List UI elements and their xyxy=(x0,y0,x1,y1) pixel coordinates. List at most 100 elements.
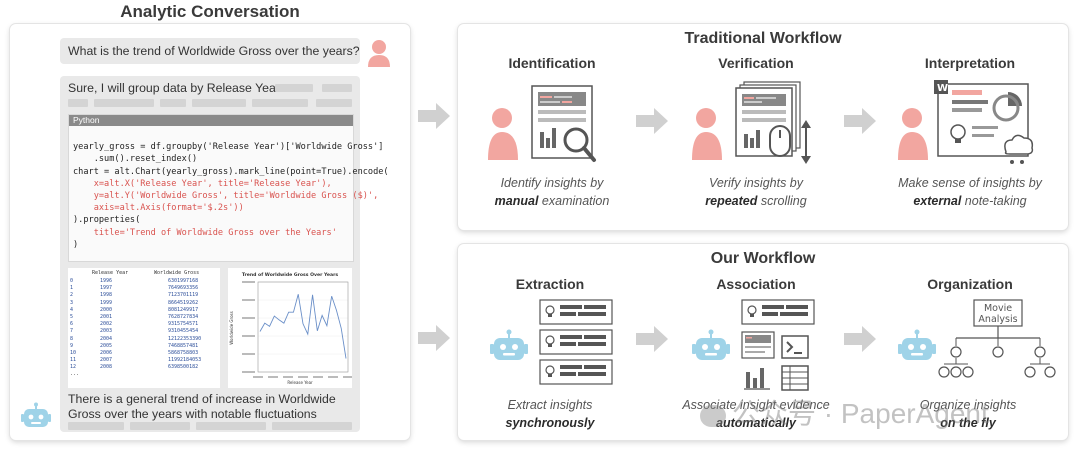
table-cell: 12 xyxy=(70,364,77,371)
analytic-conversation-title: Analytic Conversation xyxy=(120,2,300,21)
table-cell: 8 xyxy=(70,335,74,342)
organization-caption: Organize insights on the fly xyxy=(888,396,1048,432)
table-cell: 2000 xyxy=(100,306,113,313)
table-cell: 1997 xyxy=(100,285,113,292)
identification-illustration xyxy=(488,85,596,162)
step-interpretation-label: Interpretation xyxy=(924,55,1016,71)
code-doc-icon xyxy=(741,331,775,359)
text-placeholder xyxy=(94,99,154,107)
interpretation-caption: Make sense of insights by external note-… xyxy=(878,174,1062,210)
x-tick-label xyxy=(328,376,338,378)
text-placeholder xyxy=(68,422,124,430)
text-placeholder xyxy=(316,99,352,107)
caption-rest: note-taking xyxy=(961,194,1027,208)
robot-icon xyxy=(490,329,528,360)
user-icon xyxy=(368,40,390,67)
step-extraction-label: Extraction xyxy=(515,276,585,292)
text-placeholder xyxy=(322,84,352,92)
chart-title: Trend of Worldwide Gross Over Years xyxy=(242,272,338,278)
code-block: Python yearly_gross = df.groupby('Releas… xyxy=(68,114,389,262)
table-cell: 6 xyxy=(70,321,74,328)
y-tick-label xyxy=(242,299,255,301)
table-cell: 2003 xyxy=(100,328,113,335)
text-placeholder xyxy=(252,99,308,107)
table-cell: 2006 xyxy=(100,349,113,356)
table-cell: 10 xyxy=(70,349,77,356)
verification-caption: Verify insights by repeated scrolling xyxy=(676,174,836,210)
table-row: 8 2004 12122353390 xyxy=(70,336,218,343)
person-icon xyxy=(488,108,518,160)
arrow-to-traditional-icon xyxy=(418,103,450,129)
x-tick-label xyxy=(298,376,308,378)
table-cell: 2 xyxy=(70,292,74,299)
table-cell: 6301997168 xyxy=(168,278,199,284)
robot-icon xyxy=(898,329,936,360)
table-cell: 1999 xyxy=(100,299,113,306)
code-line: ).properties( xyxy=(73,215,141,226)
user-question-bubble: What is the trend of Worldwide Gross ove… xyxy=(60,38,360,64)
table-cell: 7628727834 xyxy=(168,313,199,320)
step-verification-label: Verification xyxy=(718,55,794,71)
association-illustration xyxy=(692,299,815,391)
caption-bold: on the fly xyxy=(940,416,996,430)
caption-bold: manual xyxy=(494,194,539,208)
our-workflow-panel: Our Workflow Extraction Association Orga… xyxy=(458,244,1068,440)
table-cell: 8664519262 xyxy=(168,299,199,306)
table-cell: 12122353390 xyxy=(168,335,202,342)
user-question-text: What is the trend of Worldwide Gross ove… xyxy=(68,44,360,58)
insight-card-icon xyxy=(539,299,613,325)
table-cell: 9 xyxy=(70,342,74,349)
assistant-answer-bubble: Sure, I will group data by Release Year … xyxy=(60,76,389,432)
table-cell: 3 xyxy=(70,299,74,306)
y-tick-label xyxy=(242,371,255,373)
step-identification-label: Identification xyxy=(508,55,596,71)
tree-root-line1: Movie xyxy=(984,303,1012,314)
traditional-workflow-title: Traditional Workflow xyxy=(684,30,842,47)
table-cell: 2001 xyxy=(100,313,113,320)
table-cell: 0 xyxy=(70,278,74,284)
caption-rest: scrolling xyxy=(757,194,807,208)
code-line: axis=alt.Axis(format='$.2s')) xyxy=(73,203,244,214)
code-line: ) xyxy=(73,239,79,250)
table-row: 3 1999 8664519262 xyxy=(70,300,218,307)
series-line xyxy=(259,294,347,359)
our-workflow-title: Our Workflow xyxy=(710,250,816,267)
code-line: title='Trend of Worldwide Gross over the… xyxy=(73,227,337,238)
extraction-illustration xyxy=(490,299,613,385)
answer-intro-text: Sure, I will group data by Release Year xyxy=(68,81,280,95)
table-cell: 7 xyxy=(70,328,74,335)
extraction-caption: Extract insights synchronously xyxy=(470,396,630,432)
table-row: 7 2003 9310455454 xyxy=(70,328,218,335)
tree-root-line2: Analysis xyxy=(978,314,1017,325)
table-cell: 1998 xyxy=(100,292,113,299)
text-placeholder xyxy=(196,422,266,430)
text-placeholder xyxy=(192,99,246,107)
y-tick-label xyxy=(242,353,255,355)
text-placeholder xyxy=(275,84,313,92)
table-ellipsis: ... xyxy=(70,371,80,378)
caption-line: Associate insight evidence xyxy=(682,398,830,412)
traditional-workflow-panel: Traditional Workflow Identification Veri… xyxy=(458,24,1068,230)
table-cell: 9310455454 xyxy=(168,328,199,335)
step-organization-label: Organization xyxy=(927,276,1013,292)
text-placeholder xyxy=(272,422,352,430)
table-cell: 9315754571 xyxy=(168,321,199,328)
table-cell: 2004 xyxy=(100,335,113,342)
lightbulb-icon xyxy=(950,346,1046,358)
code-line: .sum().reset_index() xyxy=(73,154,198,165)
x-tick-label xyxy=(283,376,293,378)
y-tick-label xyxy=(242,317,255,319)
analytic-conversation-panel: What is the trend of Worldwide Gross ove… xyxy=(10,24,410,440)
insight-card-icon xyxy=(741,299,815,325)
chart-xlabel: Release Year xyxy=(287,380,313,385)
code-line: y=alt.Y('Worldwide Gross', title='Worldw… xyxy=(73,191,379,202)
